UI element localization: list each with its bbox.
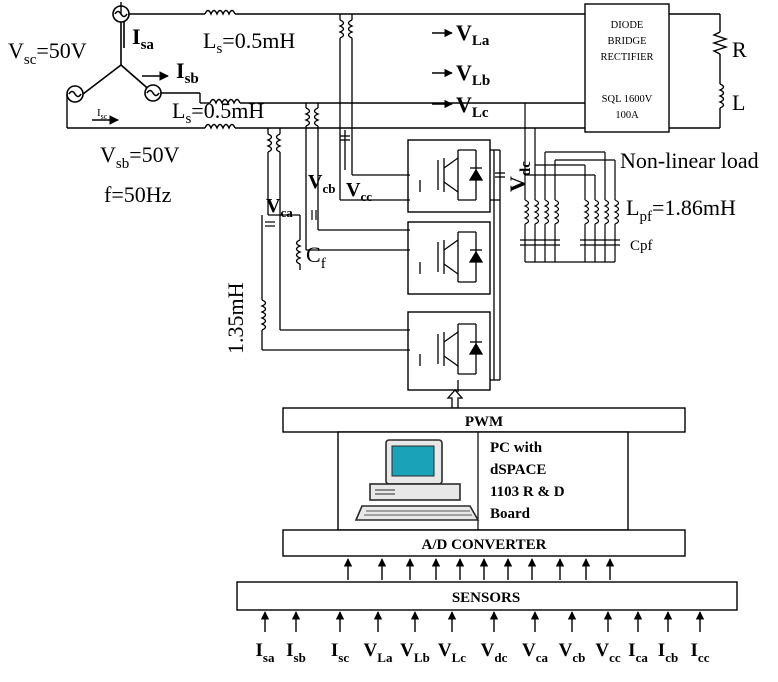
vlb-label: VLb [456,60,490,89]
pwm-arrow [446,389,464,409]
rectifier-block [584,3,729,133]
phase-c-line [66,94,585,130]
pc-line-1: PC with [490,440,543,456]
load-r-label: R [732,37,747,62]
isc-label: Isc [97,107,108,121]
igbt-symbols [419,149,484,375]
rectifier-line-3: RECTIFIER [600,52,653,63]
rectifier-rating-1: SQL 1600V [602,94,653,105]
frequency-label: f=50Hz [104,182,172,207]
adc-label: A/D CONVERTER [422,537,547,553]
vcb-label: Vcb [308,171,335,196]
adc-box [282,529,686,557]
pc-line-4: Board [490,506,531,522]
computer-icon [354,439,480,521]
series-transformers [266,14,354,250]
sensors-label: SENSORS [452,590,520,606]
sensor-signal-vcb: Vcb [559,640,586,665]
sensor-signal-icc: Icc [691,640,710,665]
load-l-label: L [732,90,745,115]
sensor-signal-ica: Ica [628,640,648,665]
vdc-label: Vdc [505,161,534,192]
current-arrows [92,22,169,125]
cf-label: Cf [306,242,326,272]
pc-line-3: 1103 R & D [490,484,565,500]
vcc-label: Vcc [346,179,372,204]
lpf-label: Lpf=1.86mH [626,195,736,225]
dc-link [457,149,505,392]
sensors-box [236,581,738,611]
ls-phase-b-label: Ls=0.5mH [172,98,264,127]
rectifier-line-1: DIODE [611,20,644,31]
vsb-label: Vsb=50V [100,142,180,172]
pwm-label: PWM [465,414,503,430]
isb-label: Isb [176,58,199,87]
pc-line-2: dSPACE [490,462,546,478]
sensor-signal-vla: VLa [364,640,393,665]
sensor-signal-isb: Isb [286,640,306,665]
sensor-signal-isa: Isa [256,640,275,665]
sensor-signal-vcc: Vcc [595,640,621,665]
sensor-signal-vlc: VLc [438,640,466,665]
sensor-arrows [260,558,705,632]
phase-a-line [120,2,585,16]
sensor-signal-vdc: Vdc [481,640,508,665]
rectifier-line-2: BRIDGE [607,36,646,47]
vlc-label: VLc [456,92,489,121]
passive-filter [520,103,620,263]
sensor-signal-labels: Isa Isb Isc VLa VLb VLc Vdc Vca Vcb Vcc Ica Icb Icc [256,640,710,665]
inverter-legs [407,139,491,391]
filter-inductor-label: 1.35mH [223,282,248,354]
sensor-signal-icb: Icb [658,640,678,665]
vsc-label: Vsc=50V [8,38,87,68]
ls-phase-a-label: Ls=0.5mH [203,28,295,57]
nonlinear-load-label: Non-linear load [620,148,759,173]
vca-label: Vca [266,195,293,220]
sensor-signal-vlb: VLb [400,640,430,665]
filter-capacitor-marks [265,210,317,227]
sensor-signal-isc: Isc [331,640,349,665]
rectifier-rating-2: 100A [615,110,639,121]
vsi-wires [260,130,410,351]
phase-b-line [161,92,585,105]
isa-label: Isa [132,24,154,53]
sensor-signal-vca: Vca [522,640,549,665]
vla-label: VLa [456,20,490,49]
load-voltage-arrows [432,28,453,109]
cpf-label: Cpf [630,238,653,254]
